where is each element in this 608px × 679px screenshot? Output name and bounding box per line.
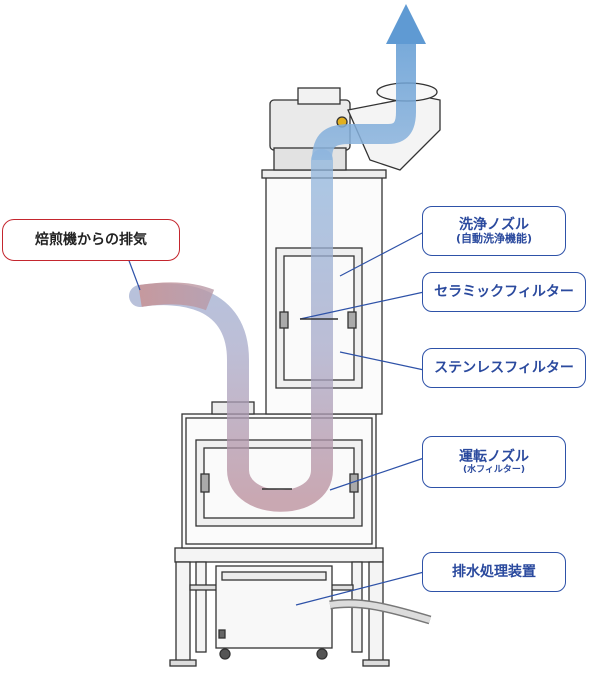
ceramic-filter-label: セラミックフィルター (422, 272, 586, 312)
operating-nozzle-text: 運転ノズル (459, 448, 529, 465)
wash-nozzle-label: 洗浄ノズル (自動洗浄機能) (422, 206, 566, 256)
stainless-filter-text: ステンレスフィルター (434, 359, 574, 376)
stand-top-plate (174, 547, 384, 563)
operating-nozzle-label: 運転ノズル (水フィルター) (422, 436, 566, 488)
exhaust-inlet-label: 焙煎機からの排気 (2, 219, 180, 261)
drain-unit-body (215, 565, 333, 660)
caster-wheel (219, 648, 231, 660)
wash-nozzle-text: 洗浄ノズル (459, 216, 529, 233)
leader-lines (127, 231, 425, 606)
exhaust-flow (312, 40, 416, 161)
caster-wheel (316, 648, 328, 660)
lower-housing (181, 401, 377, 549)
up-arrow-icon (386, 4, 426, 44)
stand-leg-left-rear (195, 561, 207, 653)
drain-unit-label: 排水処理装置 (422, 552, 566, 592)
exhaust-inlet-text: 焙煎機からの排気 (35, 231, 147, 248)
ceramic-filter-text: セラミックフィルター (434, 283, 574, 300)
stand-leg-right-front (368, 561, 384, 663)
stand-leg-left-front (175, 561, 191, 663)
stainless-filter-label: ステンレスフィルター (422, 348, 586, 388)
operating-nozzle-subtext: (水フィルター) (462, 464, 526, 475)
wash-nozzle-subtext: (自動洗浄機能) (455, 231, 533, 245)
drain-unit-text: 排水処理装置 (452, 563, 536, 580)
